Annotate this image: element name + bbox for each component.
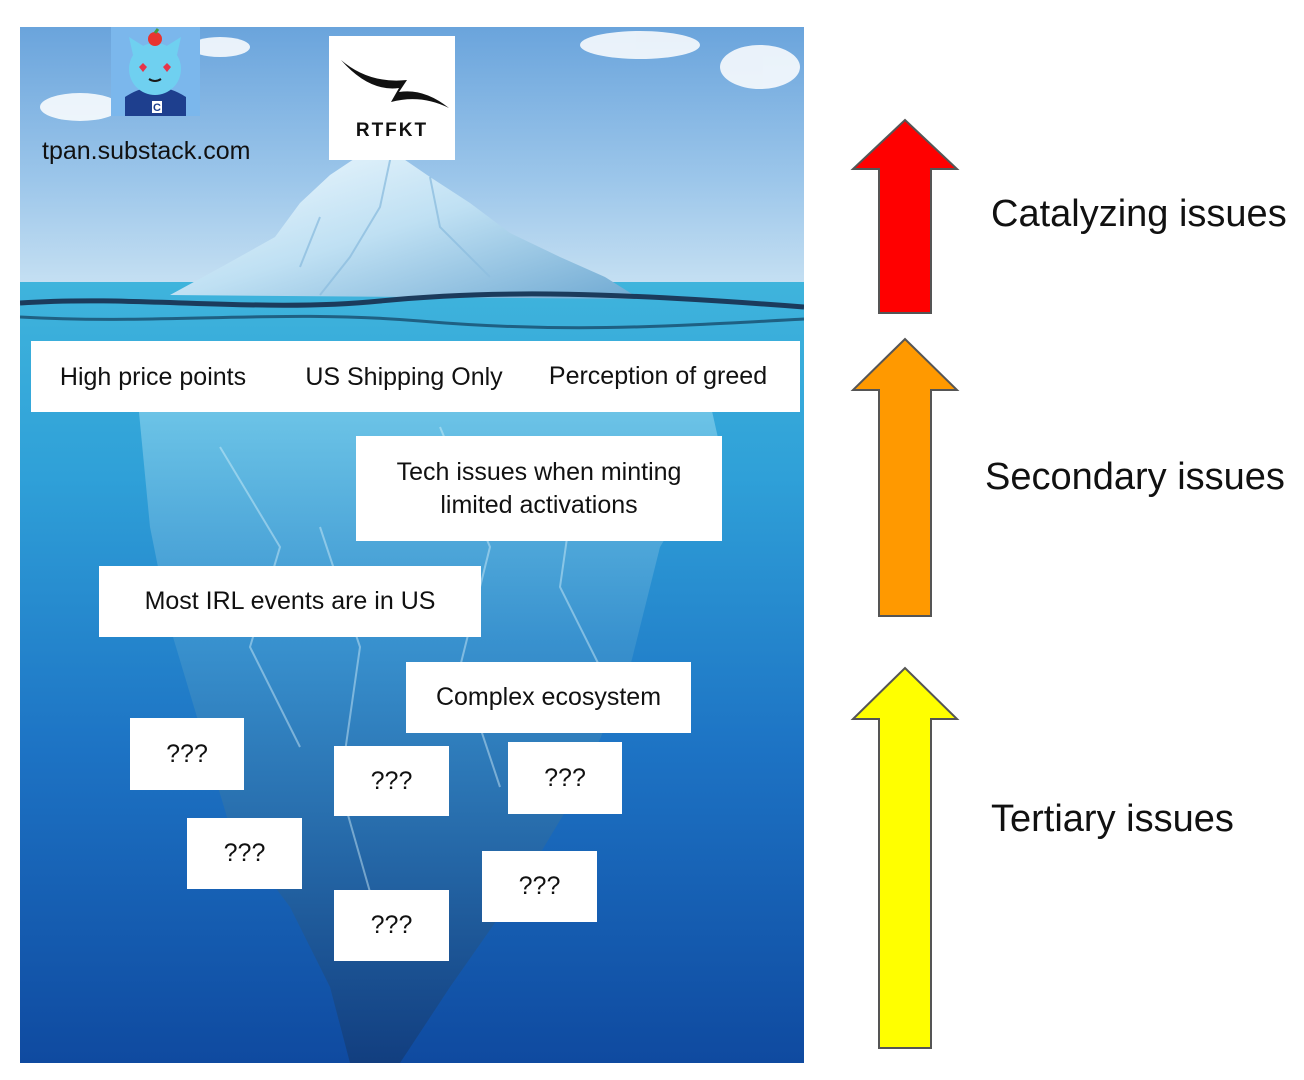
rtfkt-wordmark: RTFKT	[356, 120, 428, 141]
issue-tech-minting-line1: Tech issues when minting	[396, 457, 682, 486]
rtfkt-swoosh-icon: RTFKT	[341, 60, 449, 141]
label-tertiary-issues: Tertiary issues	[991, 798, 1234, 840]
unknown-issue: ???	[130, 718, 244, 790]
unknown-issue: ???	[187, 818, 302, 889]
issue-tech-minting-line2: limited activations	[440, 490, 638, 519]
issue-irl-events: Most IRL events are in US	[99, 566, 481, 637]
watermark-url: tpan.substack.com	[42, 137, 251, 165]
issue-high-price-points: High price points	[59, 362, 247, 391]
secondary-arrow-icon	[850, 337, 960, 617]
clouds	[40, 31, 800, 121]
issue-complex-ecosystem: Complex ecosystem	[406, 662, 691, 733]
issue-perception-of-greed: Perception of greed	[548, 361, 768, 390]
catalyzing-arrow-icon	[850, 118, 960, 314]
rtfkt-logo: RTFKT	[329, 36, 455, 160]
svg-text:C: C	[153, 102, 161, 114]
unknown-issue: ???	[334, 890, 449, 961]
unknown-issue: ???	[508, 742, 622, 814]
unknown-issue: ???	[482, 851, 597, 922]
surface-issues-band	[31, 341, 800, 412]
issue-us-shipping-only: US Shipping Only	[305, 362, 503, 391]
issue-tech-minting: Tech issues when minting limited activat…	[356, 436, 722, 541]
tertiary-arrow-icon	[850, 666, 960, 1049]
unknown-issue: ???	[334, 746, 449, 816]
label-secondary-issues: Secondary issues	[985, 456, 1285, 498]
blue-cat-avatar-icon: C	[111, 27, 200, 116]
label-catalyzing-issues: Catalyzing issues	[991, 193, 1287, 235]
